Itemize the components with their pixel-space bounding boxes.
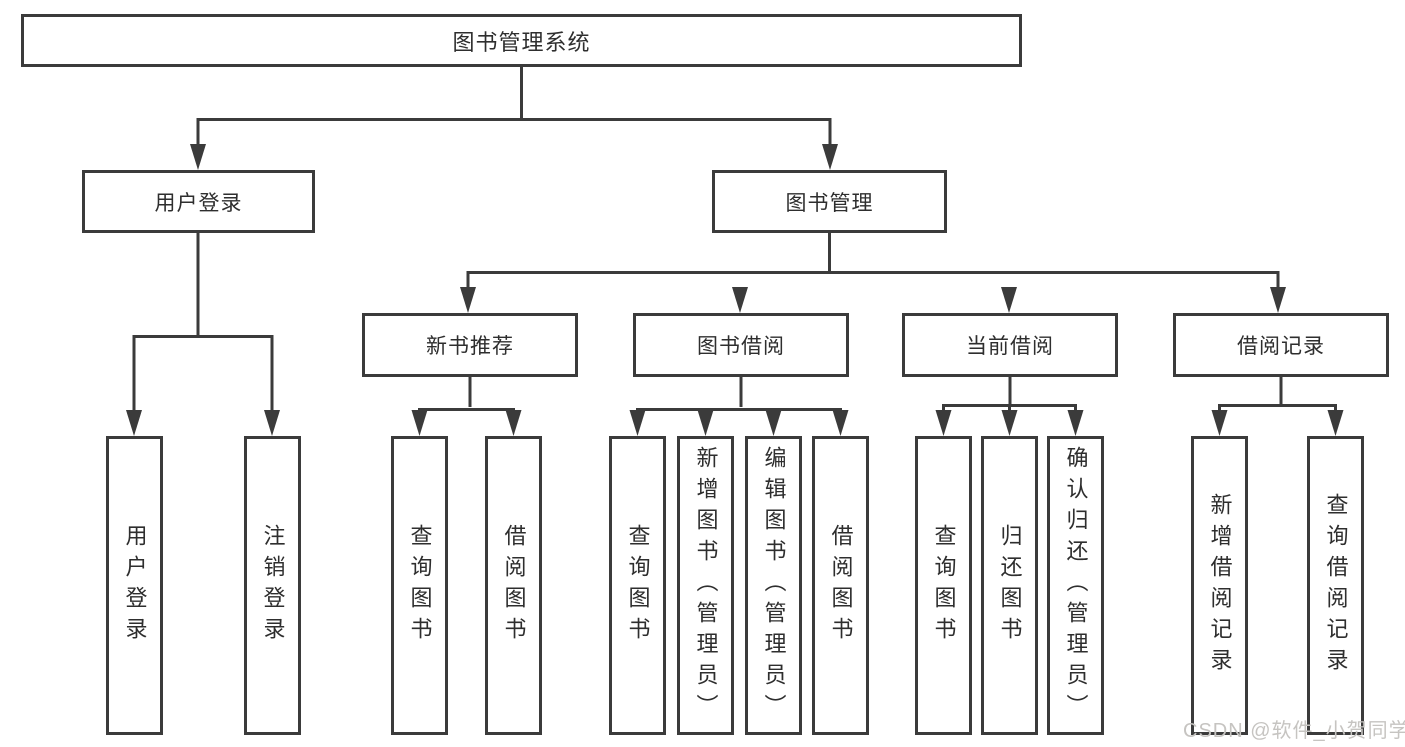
leaf-current-return: 归还图书: [981, 436, 1038, 735]
node-user-login-label: 用户登录: [154, 191, 243, 215]
node-root-system: 图书管理系统: [21, 14, 1022, 67]
leaf-records-add-label: 新增借阅记录: [1207, 492, 1233, 679]
leaf-records-add: 新增借阅记录: [1191, 436, 1248, 735]
leaf-borrow-borrow-label: 借阅图书: [828, 523, 854, 648]
node-book-management: 图书管理: [712, 170, 947, 233]
leaf-borrow-edit-admin: 编辑图书（管理员）: [745, 436, 802, 735]
leaf-borrow-query-label: 查询图书: [625, 523, 651, 648]
node-root-label: 图书管理系统: [452, 29, 591, 55]
leaf-borrow-query: 查询图书: [609, 436, 666, 735]
leaf-borrow-borrow: 借阅图书: [812, 436, 869, 735]
csdn-watermark: CSDN @软件_小贺同学: [1183, 720, 1405, 742]
leaf-borrow-add-admin-label: 新增图书（管理员）: [693, 446, 719, 725]
leaf-current-query-label: 查询图书: [931, 523, 957, 648]
leaf-records-query: 查询借阅记录: [1307, 436, 1364, 735]
node-new-book-recommend-label: 新书推荐: [426, 335, 514, 358]
leaf-logout: 注销登录: [244, 436, 301, 735]
leaf-current-return-label: 归还图书: [997, 523, 1023, 648]
leaf-newbook-borrow: 借阅图书: [485, 436, 542, 735]
node-current-borrow-label: 当前借阅: [966, 335, 1054, 358]
leaf-logout-label: 注销登录: [260, 523, 286, 648]
leaf-current-query: 查询图书: [915, 436, 972, 735]
node-current-borrow: 当前借阅: [902, 313, 1118, 377]
node-user-login: 用户登录: [82, 170, 315, 233]
node-borrow-records-label: 借阅记录: [1237, 335, 1325, 358]
leaf-newbook-query: 查询图书: [391, 436, 448, 735]
leaf-newbook-query-label: 查询图书: [407, 523, 433, 648]
leaf-borrow-add-admin: 新增图书（管理员）: [677, 436, 734, 735]
leaf-newbook-borrow-label: 借阅图书: [501, 523, 527, 648]
node-borrow-records: 借阅记录: [1173, 313, 1389, 377]
node-book-management-label: 图书管理: [785, 191, 874, 215]
node-book-borrow: 图书借阅: [633, 313, 849, 377]
node-new-book-recommend: 新书推荐: [362, 313, 578, 377]
leaf-borrow-edit-admin-label: 编辑图书（管理员）: [761, 446, 787, 725]
leaf-user-login: 用户登录: [106, 436, 163, 735]
leaf-current-confirm-admin-label: 确认归还（管理员）: [1063, 446, 1089, 725]
leaf-records-query-label: 查询借阅记录: [1323, 492, 1349, 679]
node-book-borrow-label: 图书借阅: [697, 335, 785, 358]
leaf-current-confirm-admin: 确认归还（管理员）: [1047, 436, 1104, 735]
leaf-user-login-label: 用户登录: [122, 523, 148, 648]
